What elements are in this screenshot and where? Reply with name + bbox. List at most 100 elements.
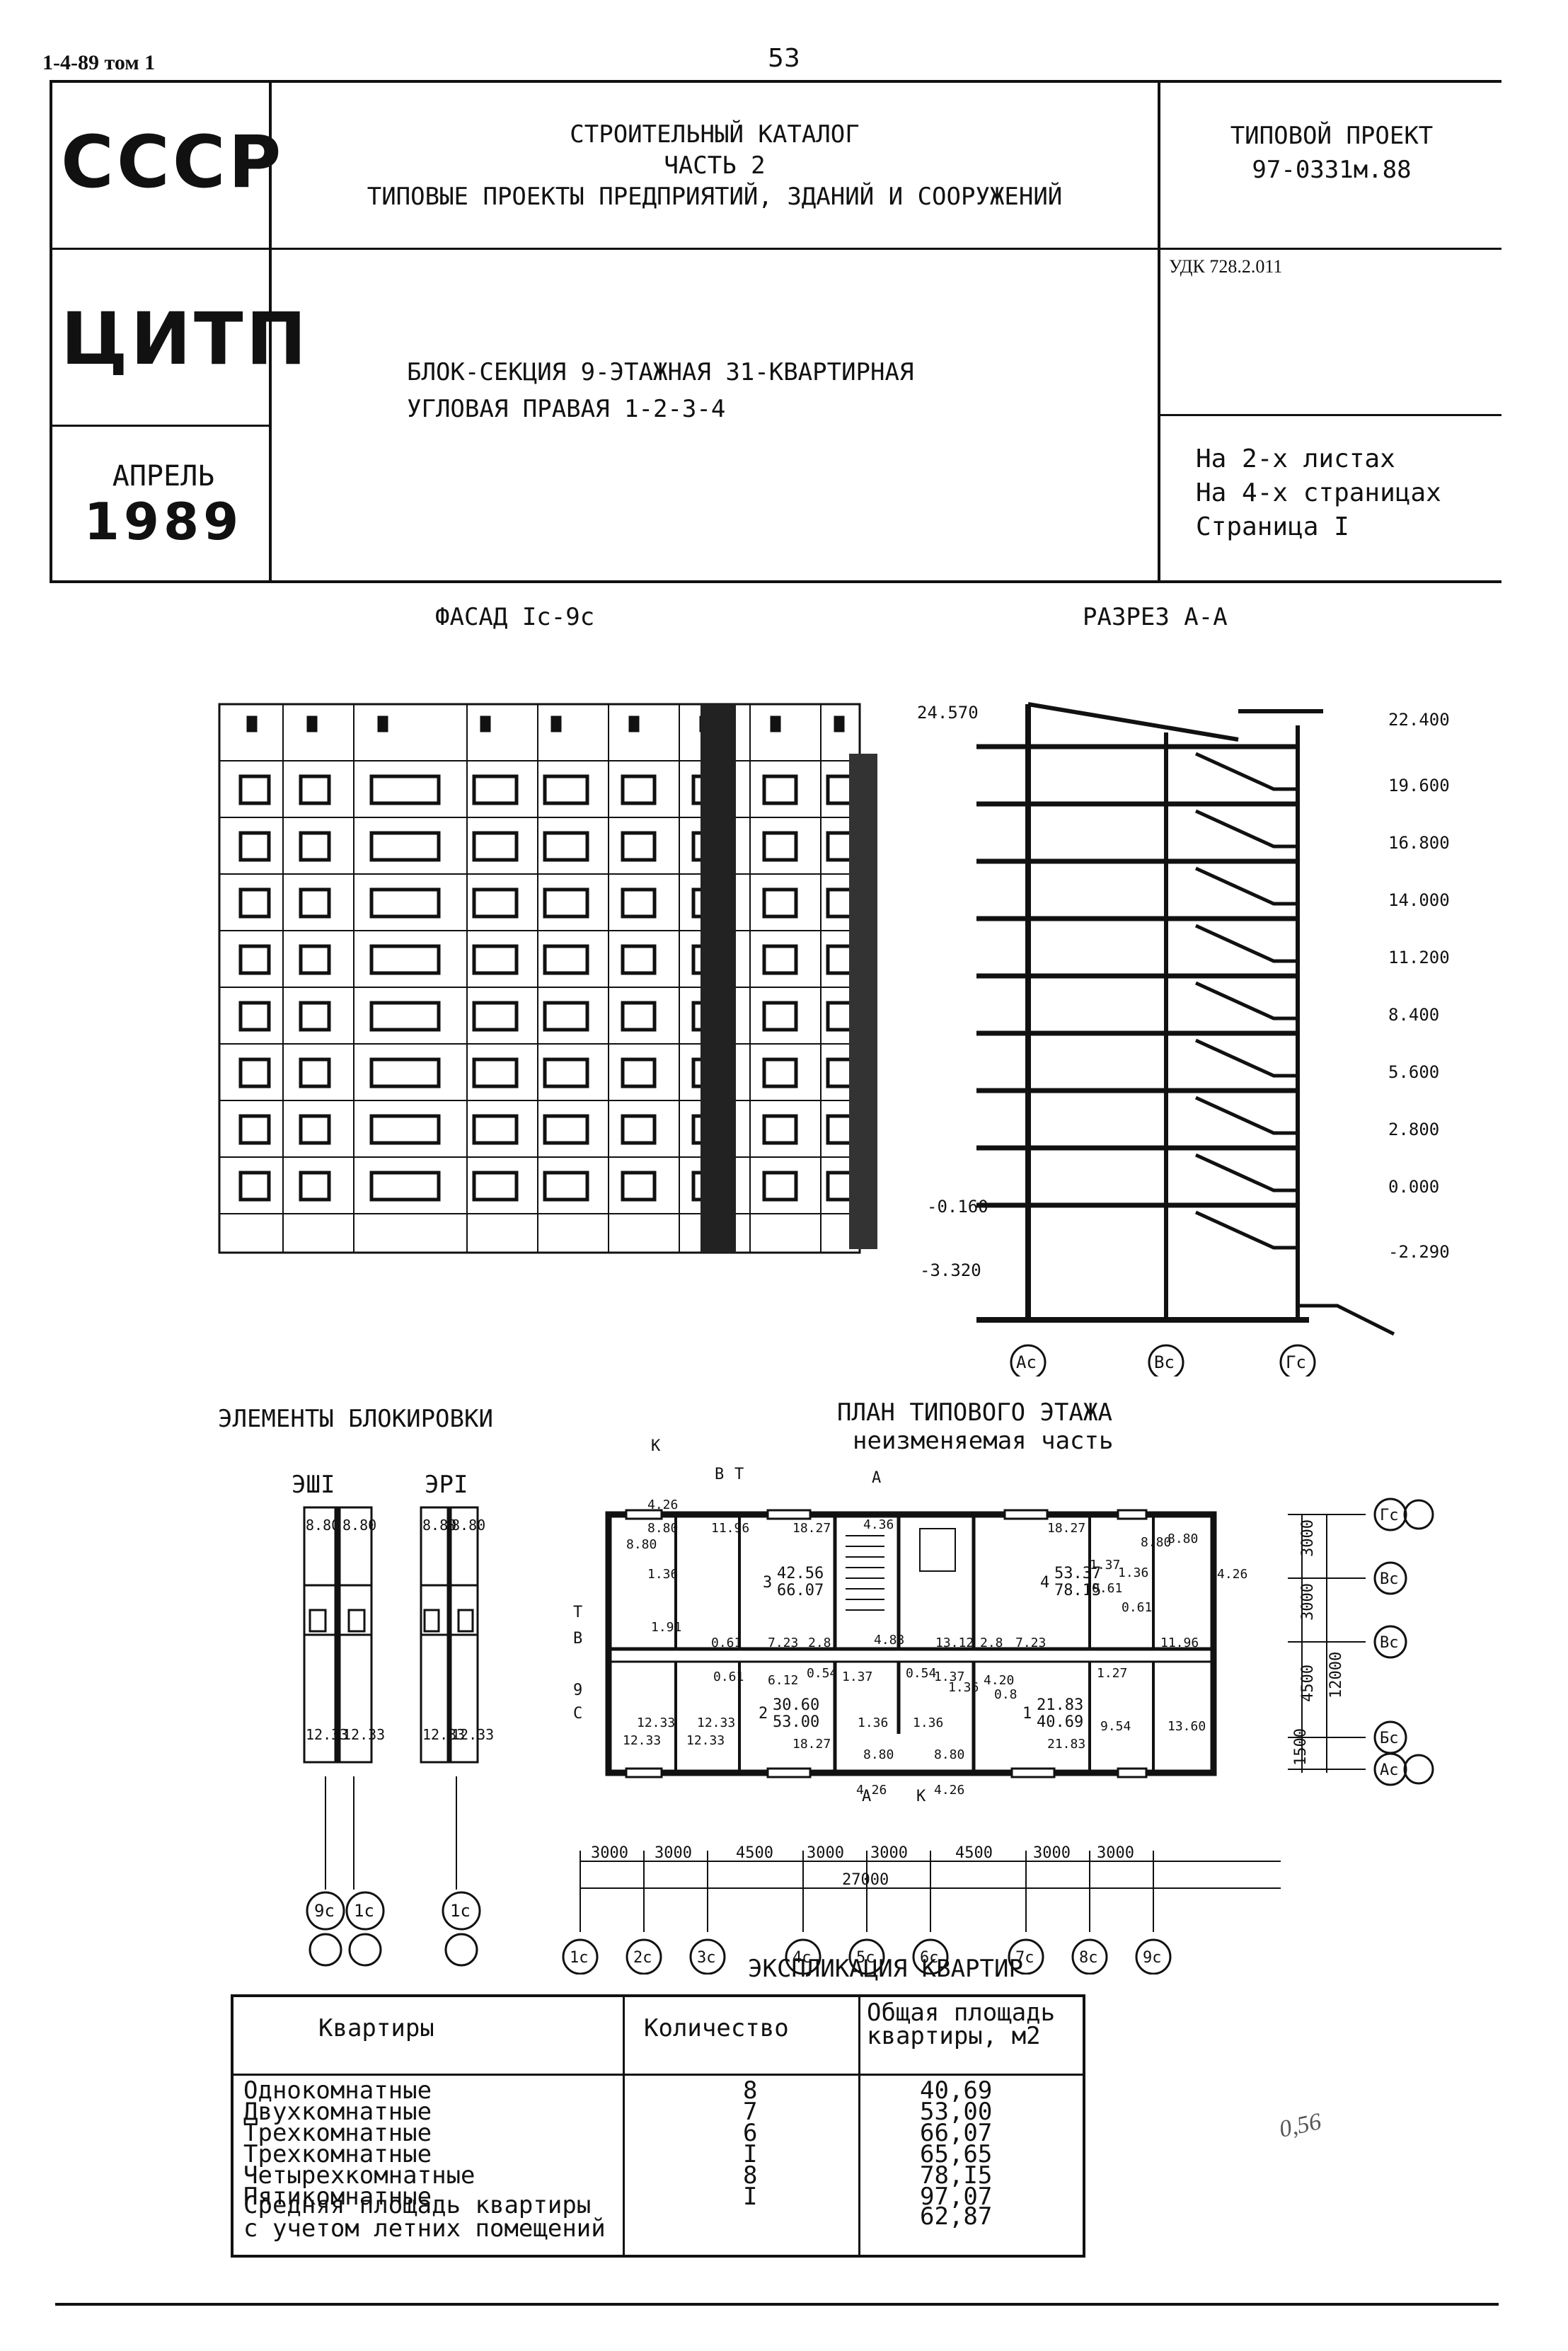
table-row-area: 53,00 (920, 2098, 993, 2126)
blocking-axis-1c-b: 1с (450, 1901, 471, 1921)
room-area: 1.36 (948, 1680, 979, 1695)
dim-total: 27000 (842, 1871, 889, 1889)
sheet-info: На 2-х листах На 4-х страницах Страница … (1196, 442, 1441, 544)
room-area: 1.36 (858, 1715, 888, 1730)
section-mark: С (573, 1705, 582, 1723)
room-area: 0.8 (994, 1687, 1018, 1702)
dim-bottom: 3000 (591, 1844, 628, 1862)
room-area: 4.26 (934, 1783, 964, 1798)
blocking-axis-1c-a: 1с (354, 1901, 374, 1921)
section-mark: А (862, 1788, 871, 1805)
section-axis-markers: Ас Вс Гс (1010, 1344, 1316, 1376)
catalog-line-3: ТИПОВЫЕ ПРОЕКТЫ ПРЕДПРИЯТИЙ, ЗДАНИЙ И СО… (367, 183, 1063, 211)
section-mark: Т (734, 1466, 744, 1483)
table-row-area: 97,07 (920, 2183, 993, 2211)
table-row-type: Трехкомнатные (243, 2140, 432, 2168)
room-area: 4.26 (856, 1783, 887, 1798)
apt-4-total: 78.15 (1054, 1582, 1101, 1599)
title-line-1: БЛОК-СЕКЦИЯ 9-ЭТАЖНАЯ 31-КВАРТИРНАЯ (407, 358, 914, 386)
axis-1c: 1с (570, 1949, 589, 1967)
dim-bottom: 3000 (1097, 1844, 1134, 1862)
dim-bottom: 3000 (1033, 1844, 1071, 1862)
bottom-rule (55, 2303, 1499, 2306)
room-area: 1.37 (934, 1669, 964, 1684)
room-area: 6.12 (768, 1673, 798, 1688)
section-elevation-top: 24.570 (917, 703, 979, 723)
org-citp: ЦИТП (61, 297, 309, 381)
blocking-area-4: 8.80 (451, 1517, 485, 1534)
axis-4c: 4с (792, 1949, 812, 1967)
catalog-title: СТРОИТЕЛЬНЫЙ КАТАЛОГ ЧАСТЬ 2 ТИПОВЫЕ ПРО… (273, 119, 1156, 212)
section-mark: А (872, 1469, 881, 1487)
room-area: 1.37 (1090, 1558, 1120, 1573)
axis-7c: 7с (1015, 1949, 1034, 1967)
apt-3-rooms: 3 (763, 1574, 772, 1592)
table-header-count: Количество (644, 2014, 789, 2042)
catalog-line-1: СТРОИТЕЛЬНЫЙ КАТАЛОГ (570, 120, 860, 149)
table-row-count: I (743, 2183, 758, 2211)
table-row-area: 65,65 (920, 2140, 993, 2168)
room-area: 4.26 (647, 1498, 678, 1512)
apt-2-rooms: 2 (759, 1705, 768, 1723)
room-area: 1.36 (647, 1567, 678, 1582)
page-number: 53 (768, 44, 800, 73)
room-area: 21.83 (1047, 1737, 1085, 1752)
dim-bottom: 3000 (870, 1844, 908, 1862)
blocking-element-2-label: ЭРI (425, 1471, 468, 1499)
room-area: 4.20 (984, 1673, 1014, 1688)
section-elevation-16800: 16.800 (1388, 833, 1450, 853)
room-area: 11.96 (1160, 1636, 1199, 1650)
document-title: БЛОК-СЕКЦИЯ 9-ЭТАЖНАЯ 31-КВАРТИРНАЯ УГЛО… (407, 354, 913, 427)
section-elevation-8400: 8.400 (1388, 1005, 1439, 1025)
room-area: 4.36 (863, 1517, 894, 1532)
floor-plan-drawing: 3 42.56 66.07 4 53.37 78.15 2 30.60 53.0… (562, 1437, 1434, 1975)
table-row-type: Пятикомнатные (243, 2183, 432, 2211)
room-area: 12.33 (697, 1715, 735, 1730)
room-area: 7.23 (1015, 1636, 1046, 1650)
section-mark: К (916, 1788, 926, 1805)
pages-count: На 4-х страницах (1196, 478, 1441, 507)
axis-2c: 2с (633, 1949, 652, 1967)
axis-vc: Вс (1380, 1634, 1399, 1652)
blocking-area-2: 8.80 (342, 1517, 376, 1534)
facade-title: ФАСАД Iс-9с (435, 603, 595, 631)
page-index: Страница I (1196, 512, 1349, 541)
room-area: 12.33 (637, 1715, 675, 1730)
blocking-area-6: 12.33 (342, 1726, 385, 1743)
room-area: 4.83 (874, 1633, 904, 1648)
dim-bottom: 4500 (736, 1844, 773, 1862)
explication-title: ЭКСПЛИКАЦИЯ КВАРТИР (748, 1955, 1023, 1983)
room-area: 12.33 (686, 1733, 725, 1748)
room-area: 9.54 (1100, 1719, 1131, 1734)
room-area: 8.80 (1141, 1535, 1171, 1550)
table-header-area: Общая площадь квартиры, м2 (867, 1999, 1056, 2050)
room-area: 13.12 (935, 1636, 974, 1650)
room-area: 0.61 (1092, 1581, 1122, 1596)
dim-right: 4500 (1299, 1665, 1317, 1702)
section-axis-v: Вс (1154, 1352, 1175, 1372)
room-area: 11.96 (711, 1521, 749, 1536)
table-row-area: 66,07 (920, 2119, 993, 2147)
room-area: 0.61 (713, 1669, 744, 1684)
plan-subtitle: неизменяемая часть (853, 1427, 1114, 1455)
section-elevation-0000: 0.000 (1388, 1177, 1439, 1197)
project-id: ТИПОВОЙ ПРОЕКТ 97-0331м.88 (1162, 119, 1501, 187)
room-area: 0.61 (1122, 1600, 1152, 1615)
project-label: ТИПОВОЙ ПРОЕКТ (1230, 122, 1434, 150)
volume-ref: 1-4-89 том 1 (42, 51, 156, 74)
dim-bottom: 3000 (807, 1844, 844, 1862)
axis-8c: 8с (1079, 1949, 1098, 1967)
axis-5c: 5с (856, 1949, 875, 1967)
plan-title: ПЛАН ТИПОВОГО ЭТАЖА (837, 1398, 1112, 1427)
dim-bottom: 3000 (655, 1844, 692, 1862)
section-elevation-14000: 14.000 (1388, 890, 1450, 910)
dim-right: 3000 (1299, 1519, 1317, 1557)
section-elevation-11200: 11.200 (1388, 948, 1450, 967)
room-area: 8.80 (647, 1521, 678, 1536)
room-area: 0.61 (711, 1636, 742, 1650)
title-line-2: УГЛОВАЯ ПРАВАЯ 1-2-3-4 (407, 395, 726, 423)
dim-bottom: 4500 (955, 1844, 993, 1862)
table-row-type: Трехкомнатные (243, 2119, 432, 2147)
facade-drawing (218, 703, 877, 1254)
section-elevation-m0160: -0.160 (927, 1197, 988, 1217)
